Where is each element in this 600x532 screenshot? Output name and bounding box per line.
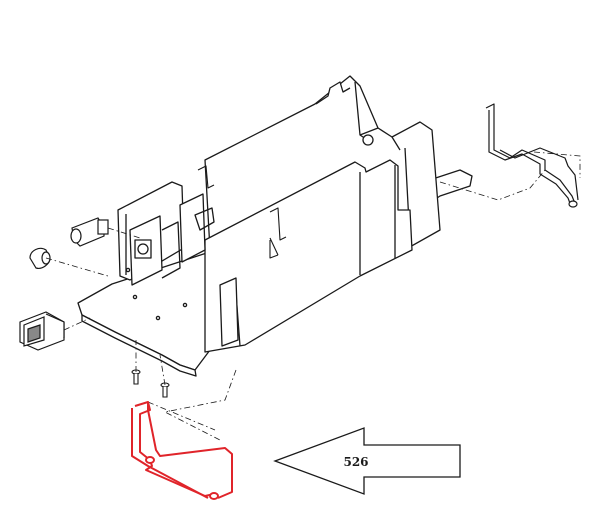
rocker-switch (19, 311, 65, 351)
wire-bracket-right (485, 103, 579, 208)
chassis-partition (179, 193, 206, 263)
assembly-guide-lines (45, 151, 581, 441)
front-wall-slot (219, 277, 239, 347)
mounting-screw-right (160, 382, 170, 398)
wire-bracket-526 (131, 401, 233, 500)
base-hole-2 (155, 315, 161, 321)
base-hole-3 (182, 302, 188, 308)
chassis-top-tab (315, 81, 351, 105)
base-hole-1 (132, 294, 138, 300)
back-panel-hole (362, 134, 374, 146)
mounting-screw-left (131, 369, 141, 385)
base-hole-4 (125, 267, 131, 273)
chassis-base-lip (81, 314, 197, 377)
left-arrow-callout-icon (273, 427, 461, 495)
pushbutton-switch (70, 217, 109, 247)
callout-part-number: 526 (343, 455, 368, 469)
chassis-frame (77, 75, 473, 377)
